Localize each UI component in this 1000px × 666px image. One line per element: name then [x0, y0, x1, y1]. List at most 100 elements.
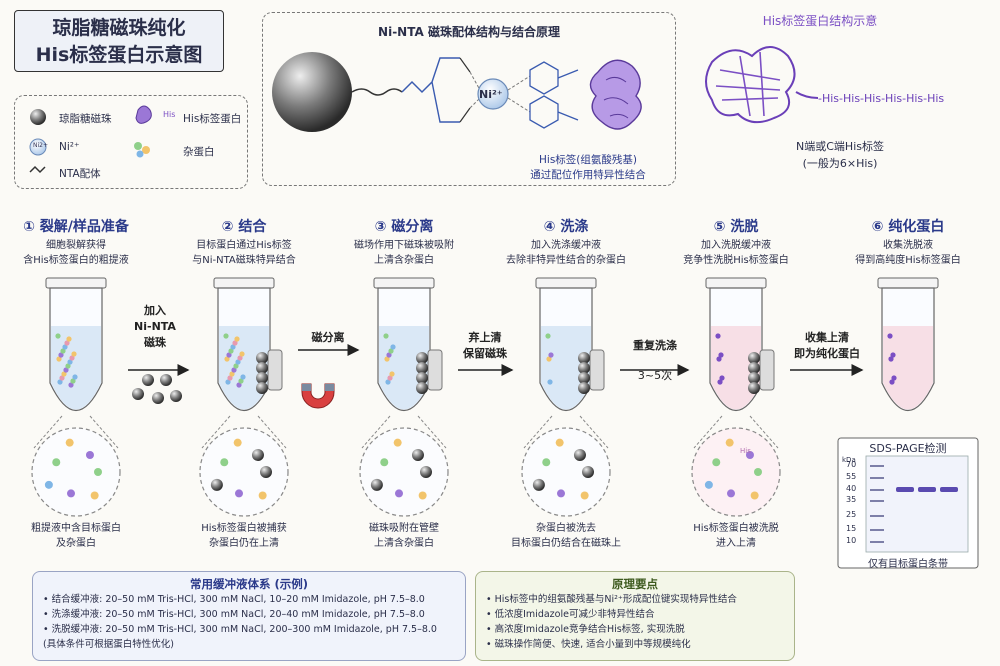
- target-band-lane-3: [940, 487, 958, 492]
- legend-ni-icon-label: Ni2+: [33, 142, 48, 149]
- step-2-desc-line2: 与Ni-NTA磁珠特异结合: [192, 255, 296, 266]
- legend-bead-icon: [30, 109, 46, 125]
- zoom-circle-3: [359, 415, 449, 517]
- principle-line-4: • 磁珠操作简便、快速, 适合小量到中等规模纯化: [486, 639, 691, 650]
- ladder-label-35: 35: [846, 495, 857, 504]
- tube-2: [213, 277, 283, 412]
- target-band-lane-1: [896, 487, 914, 492]
- principle-line-1: • His标签中的组氨酸残基与Ni²⁺形成配位键实现特异性结合: [486, 594, 737, 605]
- principle-line-2: • 低浓度Imidazole可减少非特异性结合: [486, 609, 655, 620]
- his-tag-sequence: -His-His-His-His-His-His: [818, 92, 945, 105]
- step-1-caption-line2: 及杂蛋白: [56, 538, 96, 549]
- nta-note-line2: 通过配位作用特异性结合: [530, 169, 646, 181]
- nta-note-line1: His标签(组氨酸残基): [539, 154, 637, 166]
- step-4-caption-line2: 目标蛋白仍结合在磁珠上: [511, 538, 621, 549]
- legend-impurity-icon: [134, 142, 150, 158]
- step-4-desc-line1: 加入洗涤缓冲液: [531, 240, 601, 251]
- arrow-discard-label: 弃上清 保留磁珠: [440, 330, 530, 362]
- zoom-circle-1: [31, 415, 121, 517]
- arrow1-line2: Ni-NTA: [134, 320, 176, 333]
- tube-1: [45, 277, 107, 412]
- arrow3-line2: 保留磁珠: [463, 347, 507, 360]
- buffer-line-wash: • 洗涤缓冲液: 20–50 mM Tris-HCl, 300 mM NaCl,…: [43, 609, 425, 620]
- step-6-desc-line2: 得到高纯度His标签蛋白: [855, 255, 961, 266]
- arrow1-line1: 加入: [144, 304, 166, 317]
- step-1-desc-line1: 细胞裂解获得: [46, 240, 106, 251]
- arrow-add-beads-label: 加入 Ni-NTA 磁珠: [110, 303, 200, 351]
- step-4-title: ④ 洗涤: [543, 219, 589, 235]
- step-5-title: ⑤ 洗脱: [713, 219, 759, 235]
- zoom-circle-2: [199, 415, 289, 517]
- structure-panel-title: His标签蛋白结构示意: [762, 14, 878, 28]
- step-5-desc-line2: 竞争性洗脱His标签蛋白: [683, 255, 789, 266]
- legend-impurity-label: 杂蛋白: [183, 146, 215, 158]
- step-1-desc-line2: 含His标签蛋白的粗提液: [23, 255, 129, 266]
- buffer-note: (具体条件可根据蛋白特性优化): [43, 639, 174, 650]
- ladder-label-15: 15: [846, 524, 857, 533]
- step-5-desc-line1: 加入洗脱缓冲液: [701, 240, 771, 251]
- legend: 琼脂糖磁珠 His His标签蛋白 Ni2+ Ni²⁺ 杂蛋白 NTA配体: [14, 95, 248, 189]
- arrow-wash-repeat-label: 重复洗涤 3~5次: [610, 338, 700, 384]
- target-band-lane-2: [918, 487, 936, 492]
- principle-panel-title: 原理要点: [612, 577, 658, 591]
- nta-structure-drawing: [272, 52, 642, 132]
- buffer-line-elution: • 洗脱缓冲液: 20–50 mM Tris-HCl, 300 mM NaCl,…: [43, 624, 437, 635]
- step-3-desc-line1: 磁场作用下磁珠被吸附: [354, 240, 454, 251]
- step-2-caption-line1: His标签蛋白被捕获: [201, 523, 287, 534]
- ladder-label-55: 55: [846, 472, 857, 481]
- arrow5-line2: 即为纯化蛋白: [794, 347, 860, 360]
- step-2-title: ② 结合: [221, 219, 267, 235]
- step-3-caption-line1: 磁珠吸附在管壁: [369, 523, 439, 534]
- arrow5-line1: 收集上清: [805, 331, 849, 344]
- legend-nta-label: NTA配体: [59, 168, 101, 180]
- sds-page-unit: kDa: [842, 456, 856, 464]
- main-title-line2: His标签蛋白示意图: [35, 44, 203, 66]
- step-4-caption-line1: 杂蛋白被洗去: [536, 523, 596, 534]
- tubes: [45, 277, 939, 412]
- arrow1-line3: 磁珠: [144, 336, 166, 349]
- structure-note-line2: (一般为6×His): [802, 157, 878, 170]
- sds-page-title: SDS-PAGE检测: [869, 442, 947, 455]
- zoom-circles: [31, 415, 781, 517]
- step-2-caption-line2: 杂蛋白仍在上清: [209, 538, 279, 549]
- step-6-desc-line1: 收集洗脱液: [883, 240, 933, 251]
- buffer-line-binding: • 结合缓冲液: 20–50 mM Tris-HCl, 300 mM NaCl,…: [43, 594, 425, 605]
- tube-6: [877, 277, 939, 412]
- step-6-title: ⑥ 纯化蛋白: [871, 219, 945, 235]
- step-5-caption-line2: 进入上清: [716, 538, 756, 549]
- principle-panel: 原理要点 • His标签中的组氨酸残基与Ni²⁺形成配位键实现特异性结合 • 低…: [475, 571, 795, 661]
- arrow3-line1: 弃上清: [468, 331, 502, 344]
- legend-bead-label: 琼脂糖磁珠: [59, 113, 112, 125]
- main-title: 琼脂糖磁珠纯化 His标签蛋白示意图: [14, 10, 224, 72]
- sds-page-caption: 仅有目标蛋白条带: [868, 559, 948, 570]
- nta-panel-title: Ni-NTA 磁珠配体结构与结合原理: [378, 25, 560, 39]
- legend-his-protein-icon: [135, 105, 152, 124]
- structure-note-line1: N端或C端His标签: [796, 140, 884, 153]
- legend-ni-label: Ni²⁺: [59, 141, 80, 153]
- arrow2-line1: 磁分离: [311, 331, 345, 344]
- ladder-label-25: 25: [846, 510, 857, 519]
- ladder-label-10: 10: [846, 536, 857, 545]
- step-5-caption-line1: His标签蛋白被洗脱: [693, 523, 779, 534]
- tube-3: [373, 277, 443, 412]
- main-title-line1: 琼脂糖磁珠纯化: [52, 17, 186, 39]
- zoom-circle-4: [521, 415, 611, 517]
- principle-line-3: • 高浓度Imidazole竞争结合His标签, 实现洗脱: [486, 624, 685, 635]
- legend-his-protein-label: His标签蛋白: [183, 113, 242, 125]
- sds-page-gel: [837, 437, 979, 569]
- step-3-title: ③ 磁分离: [374, 219, 434, 235]
- structure-panel-note: N端或C端His标签 (一般为6×His): [760, 138, 920, 172]
- step-4-desc-line2: 去除非特异性结合的杂蛋白: [506, 255, 626, 266]
- nta-panel-note: His标签(组氨酸残基) 通过配位作用特异性结合: [503, 153, 673, 183]
- arrow-magnetic-sep-label: 磁分离: [283, 330, 373, 346]
- legend-ni-icon: [29, 138, 47, 156]
- ladder-label-40: 40: [846, 484, 857, 493]
- zoom-his-small-label: His: [740, 447, 751, 455]
- buffer-panel: 常用缓冲液体系 (示例) • 结合缓冲液: 20–50 mM Tris-HCl,…: [32, 571, 466, 661]
- nta-panel: Ni-NTA 磁珠配体结构与结合原理 Ni²⁺ His标签(组氨酸残基) 通过配…: [262, 12, 676, 186]
- arrow4-line1: 重复洗涤: [633, 339, 677, 352]
- ladder-label-70: 70: [846, 460, 857, 469]
- zoom-circle-5: [691, 415, 781, 517]
- step-1-caption-line1: 粗提液中含目标蛋白: [31, 523, 121, 534]
